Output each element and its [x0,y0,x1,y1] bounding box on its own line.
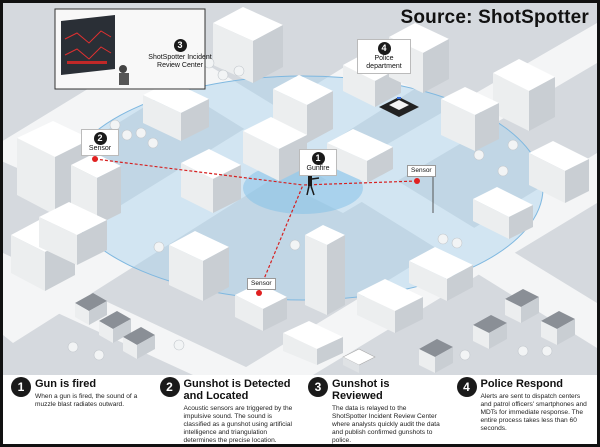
house [505,289,539,323]
city-illustration [3,3,597,375]
review-center-callout: 3 ShotSpotter Incident Review Center [143,37,217,72]
building [39,202,107,265]
delivery-truck [342,348,376,373]
buildings [11,7,589,373]
step-2-description: Acoustic sensors are triggered by the im… [183,405,293,444]
step-1: 1 Gun is fired When a gun is fired, the … [3,375,152,444]
building [169,231,229,301]
sensor-dot-top-left [92,156,98,162]
building [529,141,589,203]
step-4-title: Police Respond [480,378,564,390]
sensor-dot-right [414,178,420,184]
building [493,59,555,131]
step-4-description: Alerts are sent to dispatch centers and … [480,393,587,432]
step-1-title: Gun is fired [35,378,97,390]
step-1-description: When a gun is fired, the sound of a muzz… [35,393,138,408]
house [541,311,575,345]
police-department-number: 4 [377,42,391,55]
building [357,279,423,333]
building [409,247,473,301]
steps-panel: 1 Gun is fired When a gun is fired, the … [3,375,597,444]
step-4: 4 Police Respond Alerts are sent to disp… [449,375,598,444]
house [99,311,131,343]
house [419,339,453,373]
sensor-top-left-number: 2 [93,132,107,145]
building [473,187,533,239]
house [123,327,155,359]
building [273,75,333,143]
sensors [92,156,420,296]
step-2-number: 2 [159,377,180,397]
step-2-title: Gunshot is Detected and Located [183,378,291,402]
police-car [379,97,419,117]
triangulation-lines [94,158,418,292]
building [441,87,499,151]
sensor-right-tag: Sensor [407,165,436,177]
police-department-callout: 4 Police department [357,39,411,74]
review-center-label: ShotSpotter Incident Review Center [148,54,212,69]
police-department-label: Police department [366,55,402,70]
building [143,81,209,141]
gunfire-number: 1 [311,152,325,165]
sensor-bottom-tag: Sensor [247,278,276,290]
review-center-inset [54,8,206,90]
step-2: 2 Gunshot is Detected and Located Acoust… [152,375,301,444]
building [243,117,307,181]
step-3-description: The data is relayed to the ShotSpotter I… [332,405,440,444]
building [327,129,393,183]
sensor-dot-bottom [256,290,262,296]
step-4-number: 4 [456,377,477,397]
review-center-number: 3 [173,39,187,52]
building [305,225,345,315]
gunfire-label: Gunfire [306,165,330,172]
building [283,321,343,365]
building [181,149,241,213]
step-1-number: 1 [11,377,31,397]
sensor-top-left-label: Sensor [88,145,112,152]
source-label: Source: ShotSpotter [400,7,589,28]
house [75,293,107,325]
gunfire-callout: 1 Gunfire [299,149,337,176]
trees [67,57,553,361]
sensor-top-left-callout: 2 Sensor [81,129,119,156]
step-3: 3 Gunshot is Reviewed The data is relaye… [300,375,449,444]
step-3-title: Gunshot is Reviewed [332,378,390,402]
house [473,315,507,349]
step-3-number: 3 [308,377,328,397]
